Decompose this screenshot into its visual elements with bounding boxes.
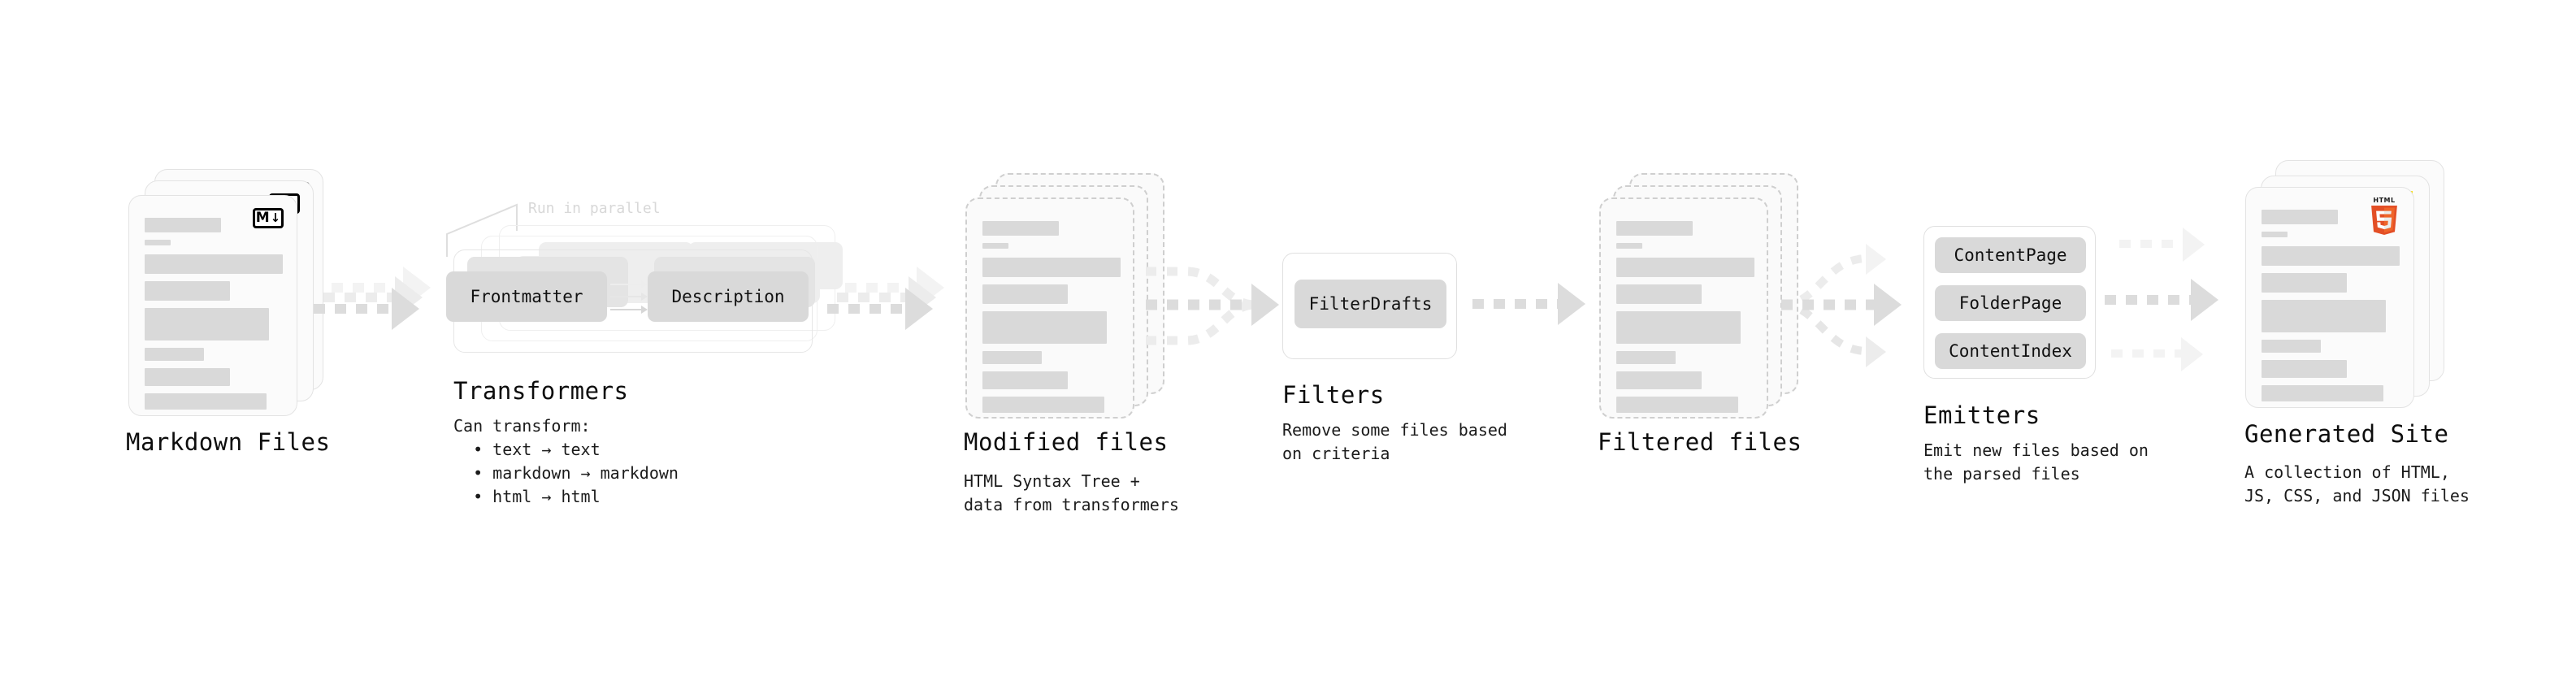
run-in-parallel-label: Run in parallel xyxy=(528,200,661,217)
stage-title-emitters: Emitters xyxy=(1923,401,2040,429)
arrow-stacked-front xyxy=(314,288,429,330)
document-skeleton xyxy=(1616,221,1754,420)
document-skeleton xyxy=(2262,210,2400,409)
document-skeleton xyxy=(145,218,283,417)
skeleton-bar xyxy=(145,240,171,245)
stage-title-generated-site: Generated Site xyxy=(2244,420,2449,448)
stage-subtitle-generated-site: A collection of HTML, JS, CSS, and JSON … xyxy=(2244,462,2470,505)
converging-lines xyxy=(1146,267,1255,345)
stage-subtitle-transformers: Can transform: • text → text • markdown … xyxy=(453,416,679,506)
modified-card-front xyxy=(965,197,1134,419)
skeleton-bar xyxy=(1616,258,1754,277)
arrow-single xyxy=(1472,283,1594,325)
html5-wordmark: HTML xyxy=(2373,197,2396,204)
transformer-chip-description[interactable]: Description xyxy=(648,271,809,322)
chip-label: Frontmatter xyxy=(470,287,583,306)
skeleton-bar xyxy=(2262,246,2400,266)
stage-title-filtered-files: Filtered files xyxy=(1598,428,1802,456)
chip-label: FolderPage xyxy=(1958,293,2062,313)
skeleton-bar xyxy=(145,393,267,410)
emitter-chip-folderpage[interactable]: FolderPage xyxy=(1935,285,2086,321)
skeleton-bar xyxy=(982,371,1069,389)
skeleton-bar xyxy=(145,218,221,232)
filters-box: FilterDrafts xyxy=(1282,253,1457,359)
stage-subtitle-emitters: Emit new files based on the parsed files xyxy=(1923,440,2149,484)
skeleton-bar xyxy=(2262,360,2348,378)
markdown-icon: M ↓ xyxy=(253,208,284,228)
site-card-html: HTML xyxy=(2245,187,2414,408)
skeleton-bar xyxy=(1616,284,1702,304)
stage-subtitle-filters: Remove some files based on criteria xyxy=(1282,420,1507,463)
filter-chip-filterdrafts[interactable]: FilterDrafts xyxy=(1295,280,1446,328)
chip-label: Description xyxy=(671,287,785,306)
document-skeleton xyxy=(982,221,1121,420)
skeleton-bar xyxy=(2262,232,2288,237)
skeleton-bar xyxy=(2262,210,2338,224)
arrow-head-filters xyxy=(1251,284,1292,326)
stage-title-transformers: Transformers xyxy=(453,377,629,405)
skeleton-bar xyxy=(145,254,283,274)
skeleton-bar xyxy=(982,284,1069,304)
skeleton-bar xyxy=(1616,311,1741,344)
skeleton-bar xyxy=(982,311,1107,344)
markdown-badge-arrow: ↓ xyxy=(270,210,281,225)
skeleton-bar xyxy=(982,243,1009,249)
skeleton-bar xyxy=(2262,385,2383,401)
skeleton-bar xyxy=(1616,243,1643,249)
skeleton-bar xyxy=(145,348,205,361)
emitter-chip-contentindex[interactable]: ContentIndex xyxy=(1935,333,2086,369)
transformer-box-front: Frontmatter Description xyxy=(446,249,815,353)
arrow-parallel-mid xyxy=(2105,279,2235,321)
html5-icon: HTML xyxy=(2368,197,2400,235)
skeleton-bar xyxy=(145,368,231,386)
emitter-chip-contentpage[interactable]: ContentPage xyxy=(1935,237,2086,273)
arrow-head-emitter-top xyxy=(1866,243,1898,275)
stage-title-markdown-files: Markdown Files xyxy=(126,428,331,456)
chip-label: FilterDrafts xyxy=(1308,294,1433,314)
transformer-chip-frontmatter[interactable]: Frontmatter xyxy=(446,271,607,322)
stage-title-modified-files: Modified files xyxy=(964,428,1169,456)
skeleton-bar xyxy=(1616,351,1676,364)
arrow-head-emitter-bottom xyxy=(1866,336,1898,367)
skeleton-bar xyxy=(145,281,231,301)
run-in-parallel-bracket xyxy=(446,203,518,257)
emitters-box: ContentPage FolderPage ContentIndex xyxy=(1923,226,2096,379)
skeleton-bar xyxy=(1616,397,1738,413)
skeleton-bar xyxy=(982,258,1121,277)
skeleton-bar xyxy=(145,308,269,340)
skeleton-bar xyxy=(1616,371,1702,389)
filtered-card-front xyxy=(1599,197,1768,419)
diverging-lines xyxy=(1780,254,1876,355)
arrow-stacked-front xyxy=(827,288,943,330)
skeleton-bar xyxy=(1616,221,1693,236)
markdown-badge-letter: M xyxy=(255,210,270,226)
arrow-head-emitter-mid xyxy=(1874,284,1915,326)
skeleton-bar xyxy=(2262,340,2322,353)
transformer-internal-arrows xyxy=(610,280,648,314)
skeleton-bar xyxy=(2262,300,2386,332)
skeleton-bar xyxy=(982,351,1043,364)
arrow-parallel-bottom xyxy=(2111,337,2233,371)
arrow-parallel-top xyxy=(2119,228,2233,262)
stage-title-filters: Filters xyxy=(1282,381,1385,409)
skeleton-bar xyxy=(2262,273,2348,293)
markdown-card-front: M ↓ xyxy=(128,195,297,416)
stage-subtitle-modified-files: HTML Syntax Tree + data from transformer… xyxy=(964,471,1179,514)
chip-label: ContentIndex xyxy=(1949,341,2072,361)
skeleton-bar xyxy=(982,397,1104,413)
skeleton-bar xyxy=(982,221,1059,236)
chip-label: ContentPage xyxy=(1954,245,2067,265)
